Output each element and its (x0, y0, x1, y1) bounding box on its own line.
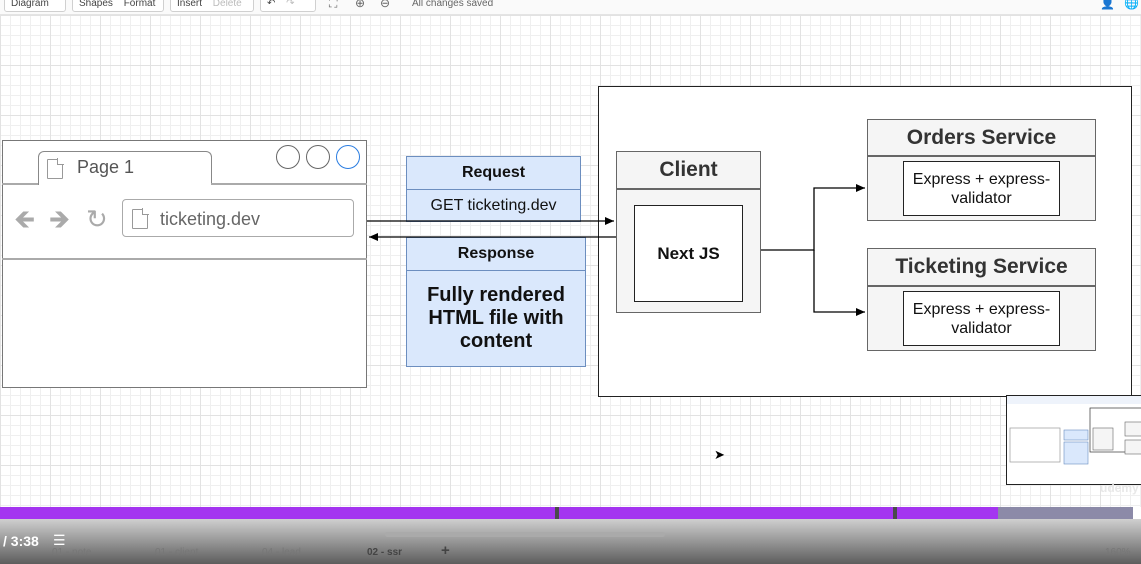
page-tab-3[interactable]: 02 - ssr (367, 547, 403, 558)
add-page-icon[interactable]: + (441, 542, 450, 559)
zoom-level: 160% (1105, 547, 1131, 558)
response-body: Fully rendered HTML file with content (427, 284, 565, 352)
insert-delete-group: Insert Delete (170, 0, 254, 12)
browser-tab-label: Page 1 (77, 157, 135, 177)
reload-icon: ↻ (86, 204, 108, 234)
shapes-button[interactable]: Shapes (79, 0, 113, 9)
window-minimize-circle (276, 145, 300, 169)
udemy-watermark: udemy (1100, 481, 1139, 495)
browser-tab[interactable] (38, 151, 212, 185)
back-arrow-icon: 🡸 (14, 204, 36, 234)
address-text: ticketing.dev (160, 209, 261, 229)
delete-button[interactable]: Delete (212, 0, 242, 9)
next-js-label: Next JS (657, 243, 720, 263)
ticketing-express-label: Express + express-validator (912, 300, 1051, 337)
response-body-cell[interactable]: Fully rendered HTML file with content (406, 270, 586, 367)
orders-divider (867, 155, 1096, 157)
horizontal-scrollbar[interactable] (385, 532, 665, 537)
undo-redo-group: ↶ ↷ (260, 0, 316, 12)
page-tab-0[interactable]: 01 - note (52, 547, 92, 558)
format-button[interactable]: Format (123, 0, 156, 9)
ticketing-service-title: Ticketing Service (895, 255, 1068, 278)
orders-service-title: Orders Service (906, 126, 1057, 149)
client-to-orders-arrow[interactable] (761, 184, 865, 251)
orders-express-box[interactable]: Express + express-validator (903, 161, 1060, 216)
address-page-icon (132, 208, 149, 229)
insert-button[interactable]: Insert (177, 0, 203, 9)
redo-icon[interactable]: ↷ (286, 0, 295, 9)
page-tab-2[interactable]: 04 - lead (262, 547, 301, 558)
forward-arrow-icon: 🡺 (49, 204, 71, 234)
zoom-in-icon[interactable]: ⊕ (355, 0, 366, 10)
request-title: Request (461, 164, 526, 181)
mouse-cursor-icon: ➤ (714, 447, 725, 462)
shapes-format-group: Shapes Format (72, 0, 164, 12)
browser-content-divider (2, 258, 367, 260)
globe-icon[interactable]: 🌐 (1124, 0, 1139, 10)
orders-express-label: Express + express-validator (912, 170, 1051, 207)
ticketing-express-box[interactable]: Express + express-validator (903, 291, 1060, 346)
response-title-cell[interactable]: Response (406, 237, 586, 271)
notes-icon[interactable]: ☰ (53, 532, 66, 548)
zoom-out-icon[interactable]: ⊖ (380, 0, 391, 10)
next-js-box[interactable]: Next JS (634, 205, 743, 302)
client-to-ticketing-arrow[interactable] (813, 250, 865, 316)
minimap-preview (1007, 396, 1141, 465)
window-close-circle (336, 145, 360, 169)
response-title: Response (457, 245, 535, 262)
video-time: / 3:38 (3, 533, 39, 549)
fit-icon[interactable]: ⛶ (329, 0, 338, 10)
outline-minimap[interactable] (1006, 395, 1141, 485)
page-tab-1[interactable]: 01 - client (155, 547, 199, 558)
request-title-cell[interactable]: Request (406, 156, 581, 190)
tabbar-divider (2, 183, 38, 185)
window-maximize-circle (306, 145, 330, 169)
client-title: Client (659, 158, 718, 181)
video-controls (0, 519, 1141, 564)
progress-fill (0, 507, 999, 519)
tabbar-divider (211, 183, 367, 185)
save-status: All changes saved (412, 0, 494, 9)
page-icon (47, 158, 64, 179)
request-body: GET ticketing.dev (430, 196, 557, 214)
undo-icon[interactable]: ↶ (267, 0, 276, 9)
user-icon[interactable]: 👤 (1100, 0, 1115, 10)
ticketing-divider (867, 285, 1096, 287)
video-progress-bar[interactable] (0, 507, 1141, 519)
chapter-marker (893, 507, 897, 519)
chapter-marker (555, 507, 559, 519)
client-divider (616, 188, 761, 190)
diagram-menu-label: Diagram (11, 0, 49, 9)
address-bar (122, 199, 354, 237)
